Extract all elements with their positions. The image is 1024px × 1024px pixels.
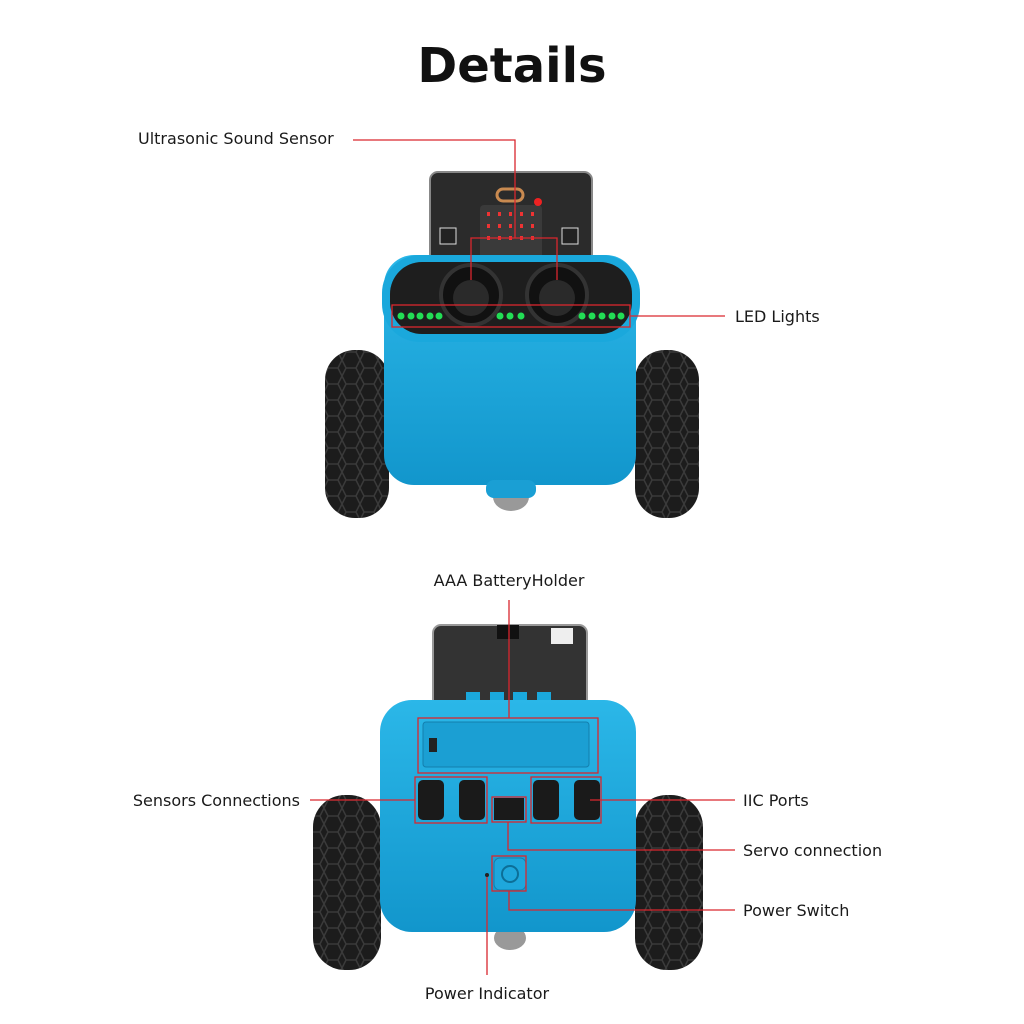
sensor-port-1 bbox=[418, 780, 444, 820]
leader-lines bbox=[310, 139, 735, 975]
label-led-lights: LED Lights bbox=[735, 307, 820, 326]
battery-cover bbox=[422, 721, 590, 768]
iic-port-1 bbox=[533, 780, 559, 820]
label-sensors-connections: Sensors Connections bbox=[132, 791, 300, 810]
sensor-port-2 bbox=[459, 780, 485, 820]
led-strip bbox=[397, 312, 625, 320]
servo-port bbox=[494, 798, 524, 820]
robot-front-view bbox=[325, 171, 699, 518]
wheel-right bbox=[635, 350, 699, 518]
page-title: Details bbox=[417, 38, 607, 94]
wheel-left bbox=[313, 795, 381, 970]
wheel-left bbox=[325, 350, 389, 518]
iic-port-2 bbox=[574, 780, 600, 820]
label-power-indicator: Power Indicator bbox=[424, 984, 550, 1003]
wheel-right bbox=[635, 795, 703, 970]
label-servo-connection: Servo connection bbox=[743, 841, 883, 860]
label-battery-holder: AAA BatteryHolder bbox=[433, 571, 585, 590]
robot-back-view bbox=[313, 624, 703, 970]
label-power-switch: Power Switch bbox=[743, 901, 850, 920]
power-button bbox=[493, 857, 527, 891]
label-iic-ports: IIC Ports bbox=[743, 791, 809, 810]
label-ultrasonic-sensor: Ultrasonic Sound Sensor bbox=[138, 129, 334, 148]
